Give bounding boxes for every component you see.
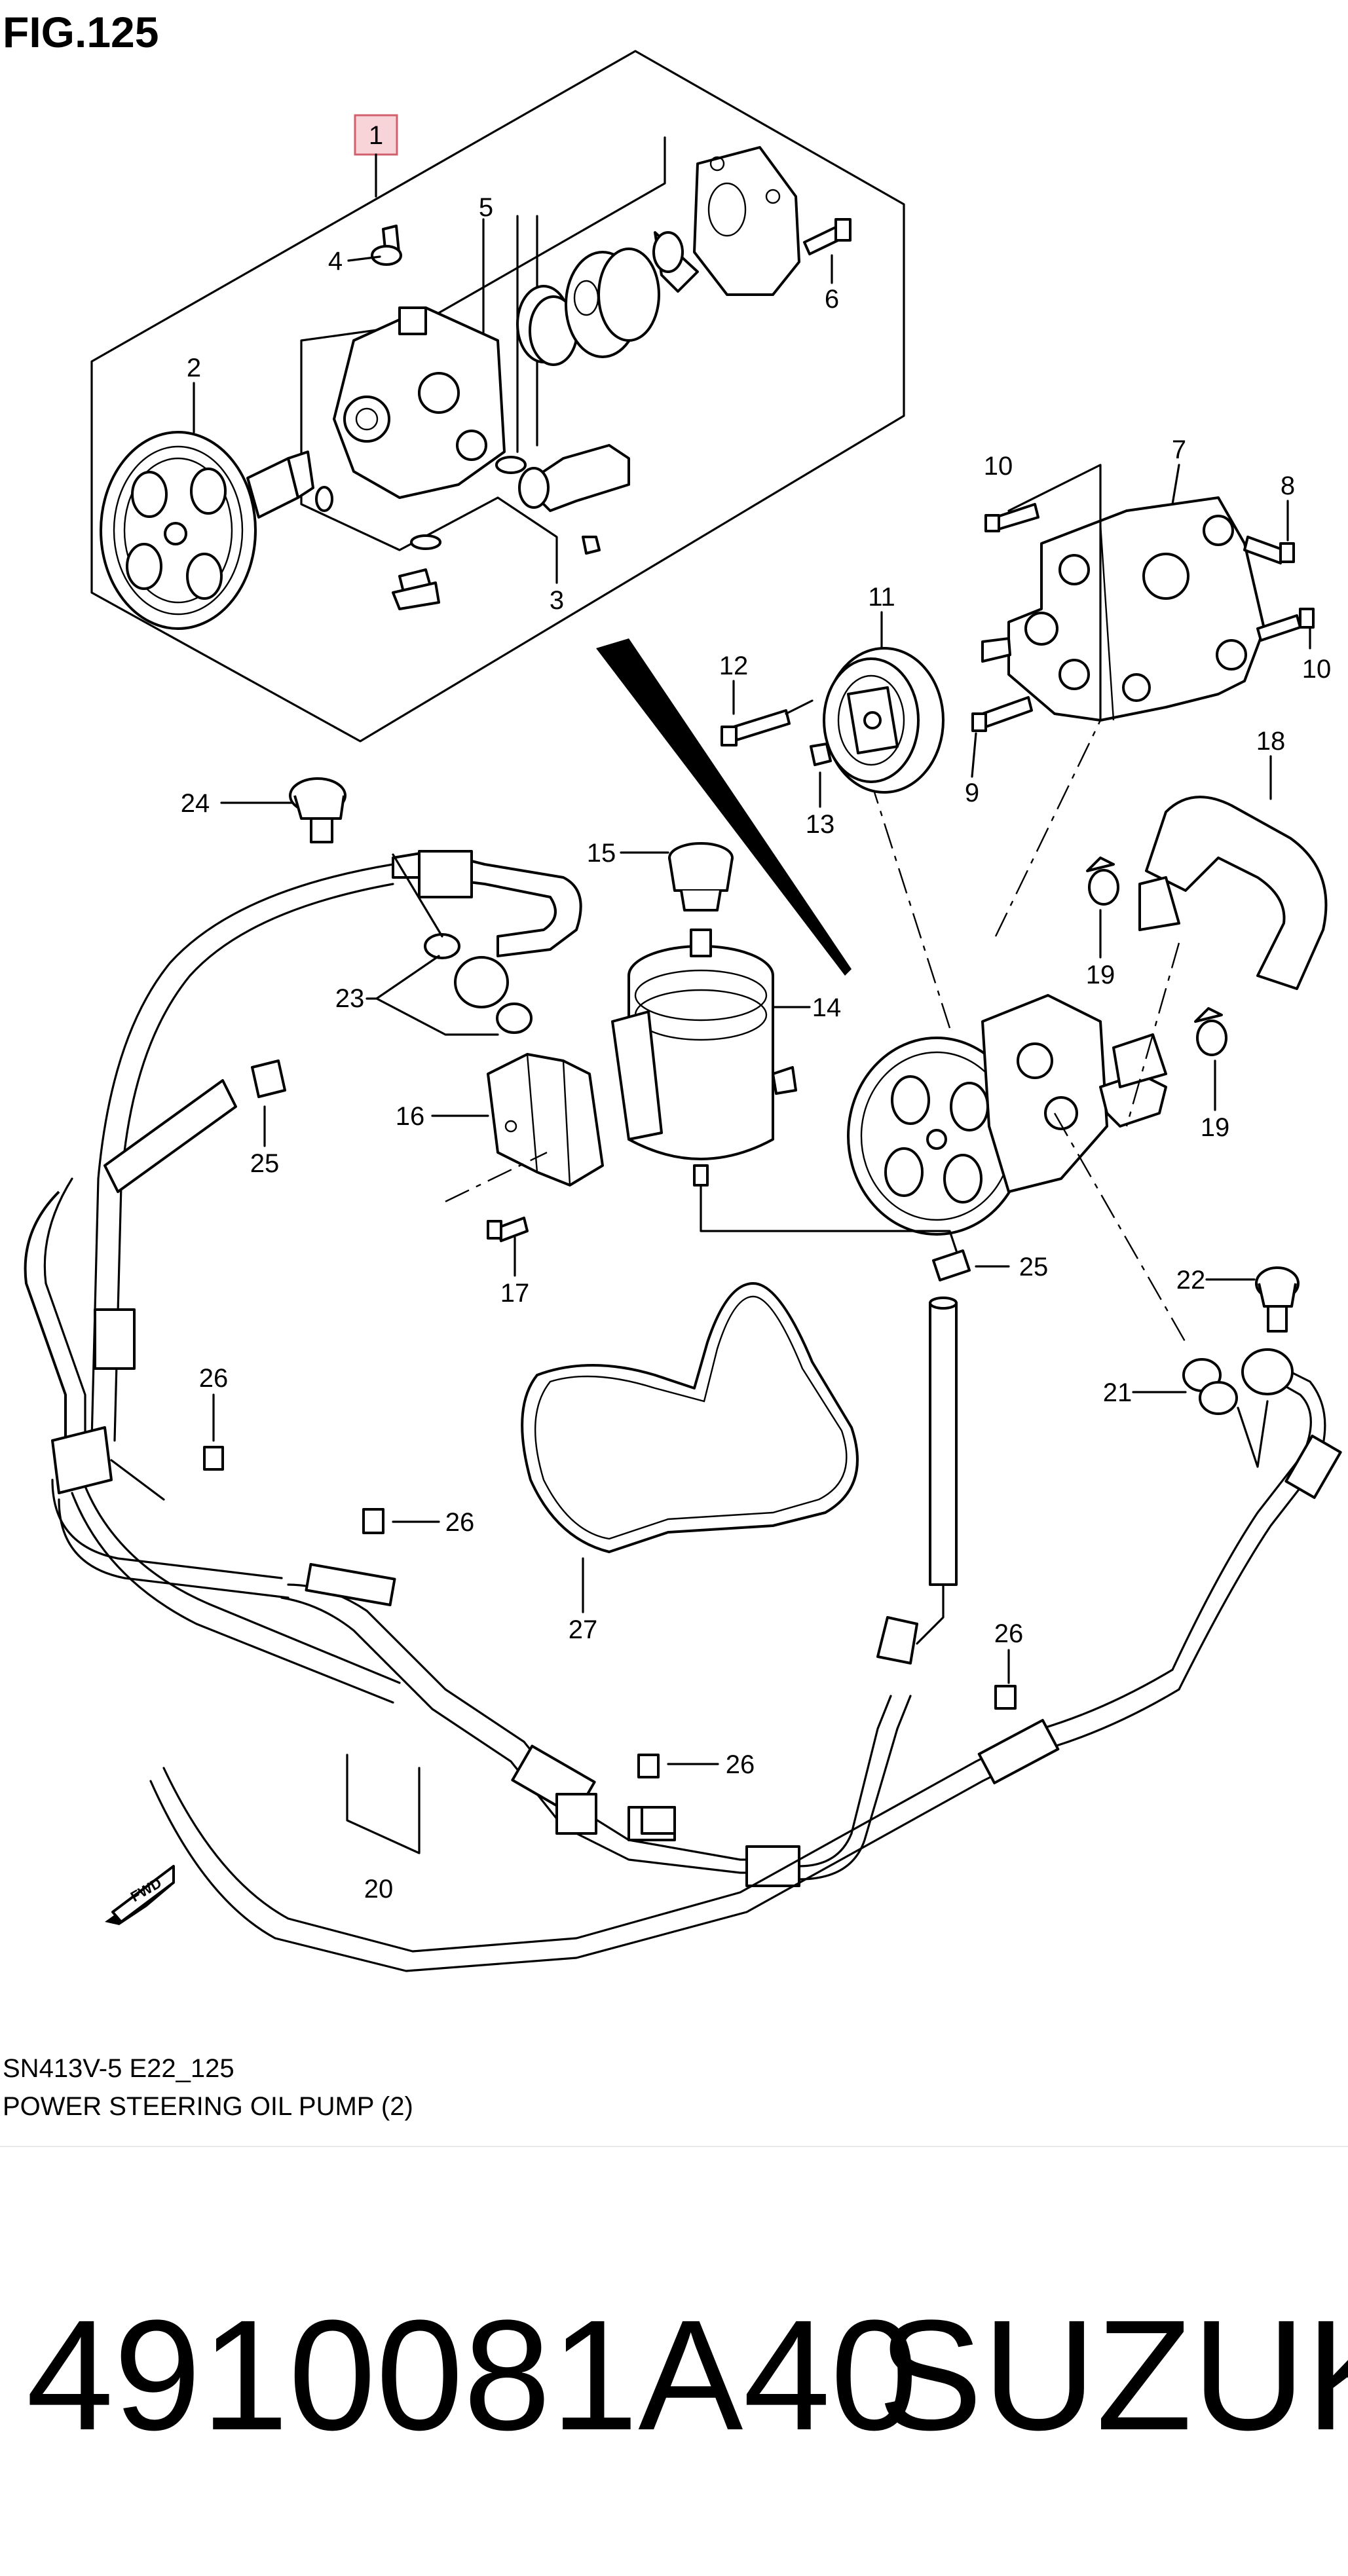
svg-text:1: 1	[369, 121, 383, 150]
part-number: 4910081A40	[26, 2287, 918, 2463]
gasket-rings	[1182, 1348, 1294, 1415]
callout-22[interactable]: 22	[1176, 1266, 1256, 1295]
bracket-assembly	[971, 496, 1315, 732]
svg-text:26: 26	[994, 1619, 1024, 1648]
svg-text:25: 25	[250, 1149, 280, 1178]
svg-text:22: 22	[1176, 1266, 1206, 1295]
brand-name: SUZUKI	[878, 2287, 1348, 2463]
figure-title: FIG.125	[3, 8, 159, 56]
callout-19-a[interactable]: 19	[1086, 909, 1115, 989]
svg-text:19: 19	[1201, 1113, 1230, 1142]
callout-5[interactable]: 5	[479, 193, 493, 222]
callout-26-d[interactable]: 26	[994, 1619, 1024, 1710]
callout-16[interactable]: 16	[396, 1102, 489, 1131]
svg-text:4: 4	[328, 247, 343, 276]
callout-2[interactable]: 2	[187, 354, 201, 433]
callout-3[interactable]: 3	[496, 496, 564, 615]
callout-24[interactable]: 24	[181, 789, 293, 818]
long-hoses	[24, 863, 1342, 1972]
svg-text:9: 9	[965, 779, 979, 807]
fwd-arrow-icon: FWD	[105, 1865, 175, 1925]
callout-4[interactable]: 4	[328, 247, 381, 276]
callout-11[interactable]: 11	[868, 583, 895, 650]
svg-text:8: 8	[1281, 471, 1295, 500]
svg-text:3: 3	[550, 586, 564, 615]
callout-27[interactable]: 27	[569, 1557, 598, 1644]
svg-text:14: 14	[812, 993, 842, 1022]
pump-internal-parts	[516, 146, 852, 555]
svg-text:26: 26	[445, 1508, 475, 1537]
callout-1[interactable]: 1	[354, 114, 398, 198]
svg-text:26: 26	[199, 1364, 229, 1393]
callout-10-right[interactable]: 10	[1302, 627, 1332, 684]
svg-text:18: 18	[1256, 727, 1286, 756]
callout-6[interactable]: 6	[825, 254, 839, 314]
pointer-wedge	[596, 638, 852, 976]
svg-text:12: 12	[719, 652, 749, 680]
callout-19-b[interactable]: 19	[1201, 1059, 1230, 1142]
clamp-19-a	[1086, 856, 1119, 906]
svg-text:24: 24	[181, 789, 210, 818]
return-hose	[1112, 796, 1328, 1088]
callout-14[interactable]: 14	[772, 993, 842, 1022]
svg-text:15: 15	[587, 839, 616, 868]
pulley-exploded	[100, 431, 314, 630]
callout-13[interactable]: 13	[806, 743, 835, 839]
union-bolt	[1255, 1266, 1300, 1333]
callout-25-left[interactable]: 25	[250, 1059, 286, 1178]
callout-23[interactable]: 23	[335, 955, 499, 1036]
svg-text:10: 10	[984, 452, 1013, 481]
svg-text:26: 26	[726, 1750, 755, 1779]
callout-10-top[interactable]: 10	[984, 452, 1102, 722]
reservoir-tank	[611, 929, 797, 1187]
callout-9[interactable]: 9	[965, 732, 979, 807]
callout-21[interactable]: 21	[1103, 1378, 1269, 1468]
figure-code: SN413V-5 E22_125	[3, 2054, 234, 2083]
svg-text:13: 13	[806, 810, 835, 839]
callout-7[interactable]: 7	[1171, 435, 1186, 506]
callout-25-mid[interactable]: 25	[700, 1184, 1049, 1281]
svg-text:19: 19	[1086, 961, 1115, 989]
callout-26-b[interactable]: 26	[362, 1508, 475, 1537]
svg-text:6: 6	[825, 285, 839, 314]
pump-assembled	[847, 994, 1167, 1236]
callout-15[interactable]: 15	[587, 839, 669, 868]
callout-8[interactable]: 8	[1281, 471, 1295, 542]
svg-text:23: 23	[335, 984, 365, 1013]
svg-text:10: 10	[1302, 655, 1332, 684]
callout-12[interactable]: 12	[719, 652, 814, 746]
callout-26-c[interactable]: 26	[637, 1750, 755, 1779]
clamp-19-b	[1194, 1007, 1227, 1056]
connection-lines	[873, 720, 1187, 1343]
svg-text:17: 17	[500, 1279, 530, 1308]
figure-name: POWER STEERING OIL PUMP (2)	[3, 2092, 413, 2121]
idler-pulley	[823, 647, 945, 794]
svg-text:16: 16	[396, 1102, 425, 1131]
svg-text:5: 5	[479, 193, 493, 222]
svg-text:25: 25	[1019, 1253, 1049, 1281]
callout-17[interactable]: 17	[445, 1151, 548, 1308]
reservoir-bracket	[487, 1053, 604, 1187]
svg-text:21: 21	[1103, 1378, 1133, 1407]
svg-text:2: 2	[187, 354, 201, 382]
svg-text:7: 7	[1172, 435, 1186, 464]
callout-26-a[interactable]: 26	[199, 1364, 229, 1471]
svg-text:27: 27	[569, 1615, 598, 1644]
callout-20[interactable]: 20	[346, 1754, 421, 1904]
svg-text:11: 11	[868, 583, 895, 612]
callout-18[interactable]: 18	[1256, 727, 1286, 800]
svg-text:20: 20	[364, 1875, 394, 1904]
pump-body-exploded	[315, 225, 527, 610]
pressure-hose-upper	[289, 777, 582, 1034]
drive-belt	[521, 1282, 859, 1553]
reservoir-cap	[668, 842, 734, 911]
